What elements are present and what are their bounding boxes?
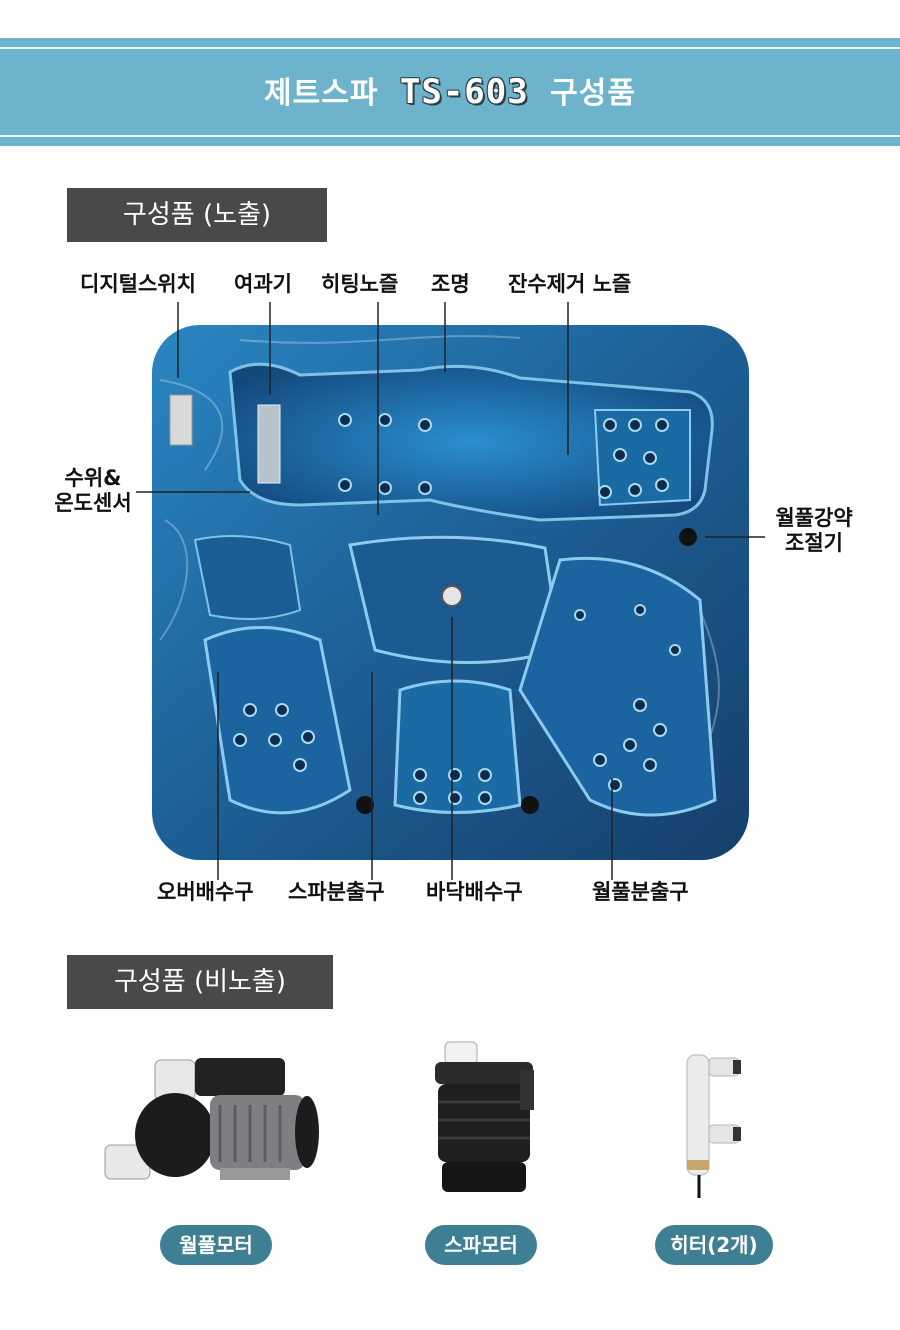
label-spa-outlet: 스파분출구: [288, 880, 385, 904]
section-tag-hidden: 구성품 (비노출): [67, 955, 333, 1009]
part-label-heater: 히터(2개): [655, 1225, 773, 1265]
heater-icon: [686, 1054, 741, 1198]
label-overflow-drain: 오버배수구: [157, 880, 254, 904]
label-whirlpool-control-line2: 조절기: [785, 531, 843, 556]
label-filter: 여과기: [234, 272, 292, 296]
digital-switch-panel: [169, 394, 193, 446]
title-suffix: 구성품: [550, 76, 636, 111]
part-label-spa-motor: 스파모터: [425, 1225, 537, 1265]
page-title: 제트스파 TS-603 구성품: [0, 38, 900, 146]
filter-panel: [257, 404, 281, 484]
part-label-whirlpool-motor: 월풀모터: [160, 1225, 272, 1265]
model-name: TS-603: [399, 72, 529, 112]
label-level-sensor-line2: 온도센서: [54, 491, 132, 516]
section-tag-exposed: 구성품 (노출): [67, 188, 327, 242]
label-whirlpool-control: 월풀강약 조절기: [766, 506, 862, 556]
title-prefix: 제트스파: [264, 76, 379, 111]
label-heating-nozzle: 히팅노즐: [321, 272, 399, 296]
label-digital-switch: 디지털스위치: [80, 272, 196, 296]
spa-motor-icon: [435, 1041, 534, 1192]
label-level-temp-sensor: 수위& 온도센서: [50, 466, 136, 516]
label-residual-water-nozzle: 잔수제거 노즐: [508, 272, 632, 296]
whirlpool-motor-icon: [104, 1058, 319, 1180]
title-banner: 제트스파 TS-603 구성품: [0, 38, 900, 146]
label-lighting: 조명: [431, 272, 470, 296]
label-whirlpool-control-line1: 월풀강약: [775, 506, 853, 530]
label-level-sensor-line1: 수위&: [64, 466, 122, 490]
label-floor-drain: 바닥배수구: [426, 880, 523, 904]
label-whirlpool-outlet: 월풀분출구: [592, 880, 689, 904]
